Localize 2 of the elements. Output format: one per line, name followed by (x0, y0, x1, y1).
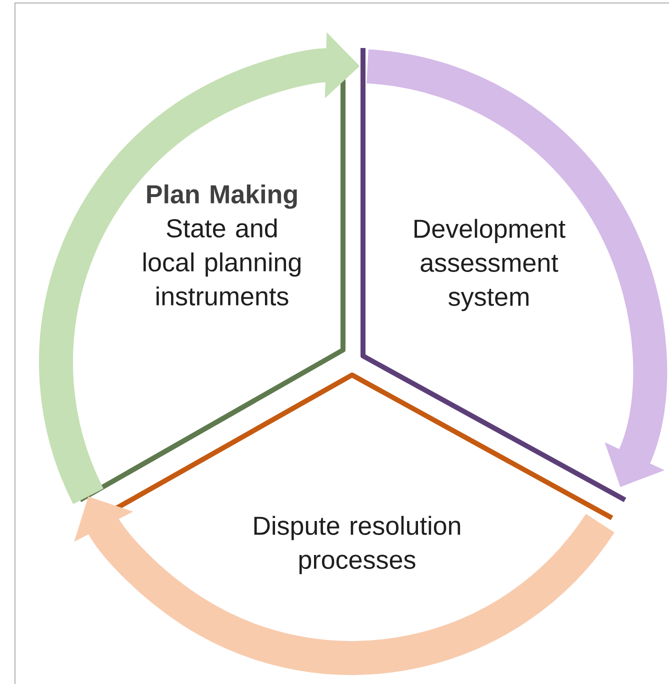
sector: Development assessment system (360, 48, 626, 502)
sector: Plan Making State and local planning instruments (78, 52, 346, 502)
